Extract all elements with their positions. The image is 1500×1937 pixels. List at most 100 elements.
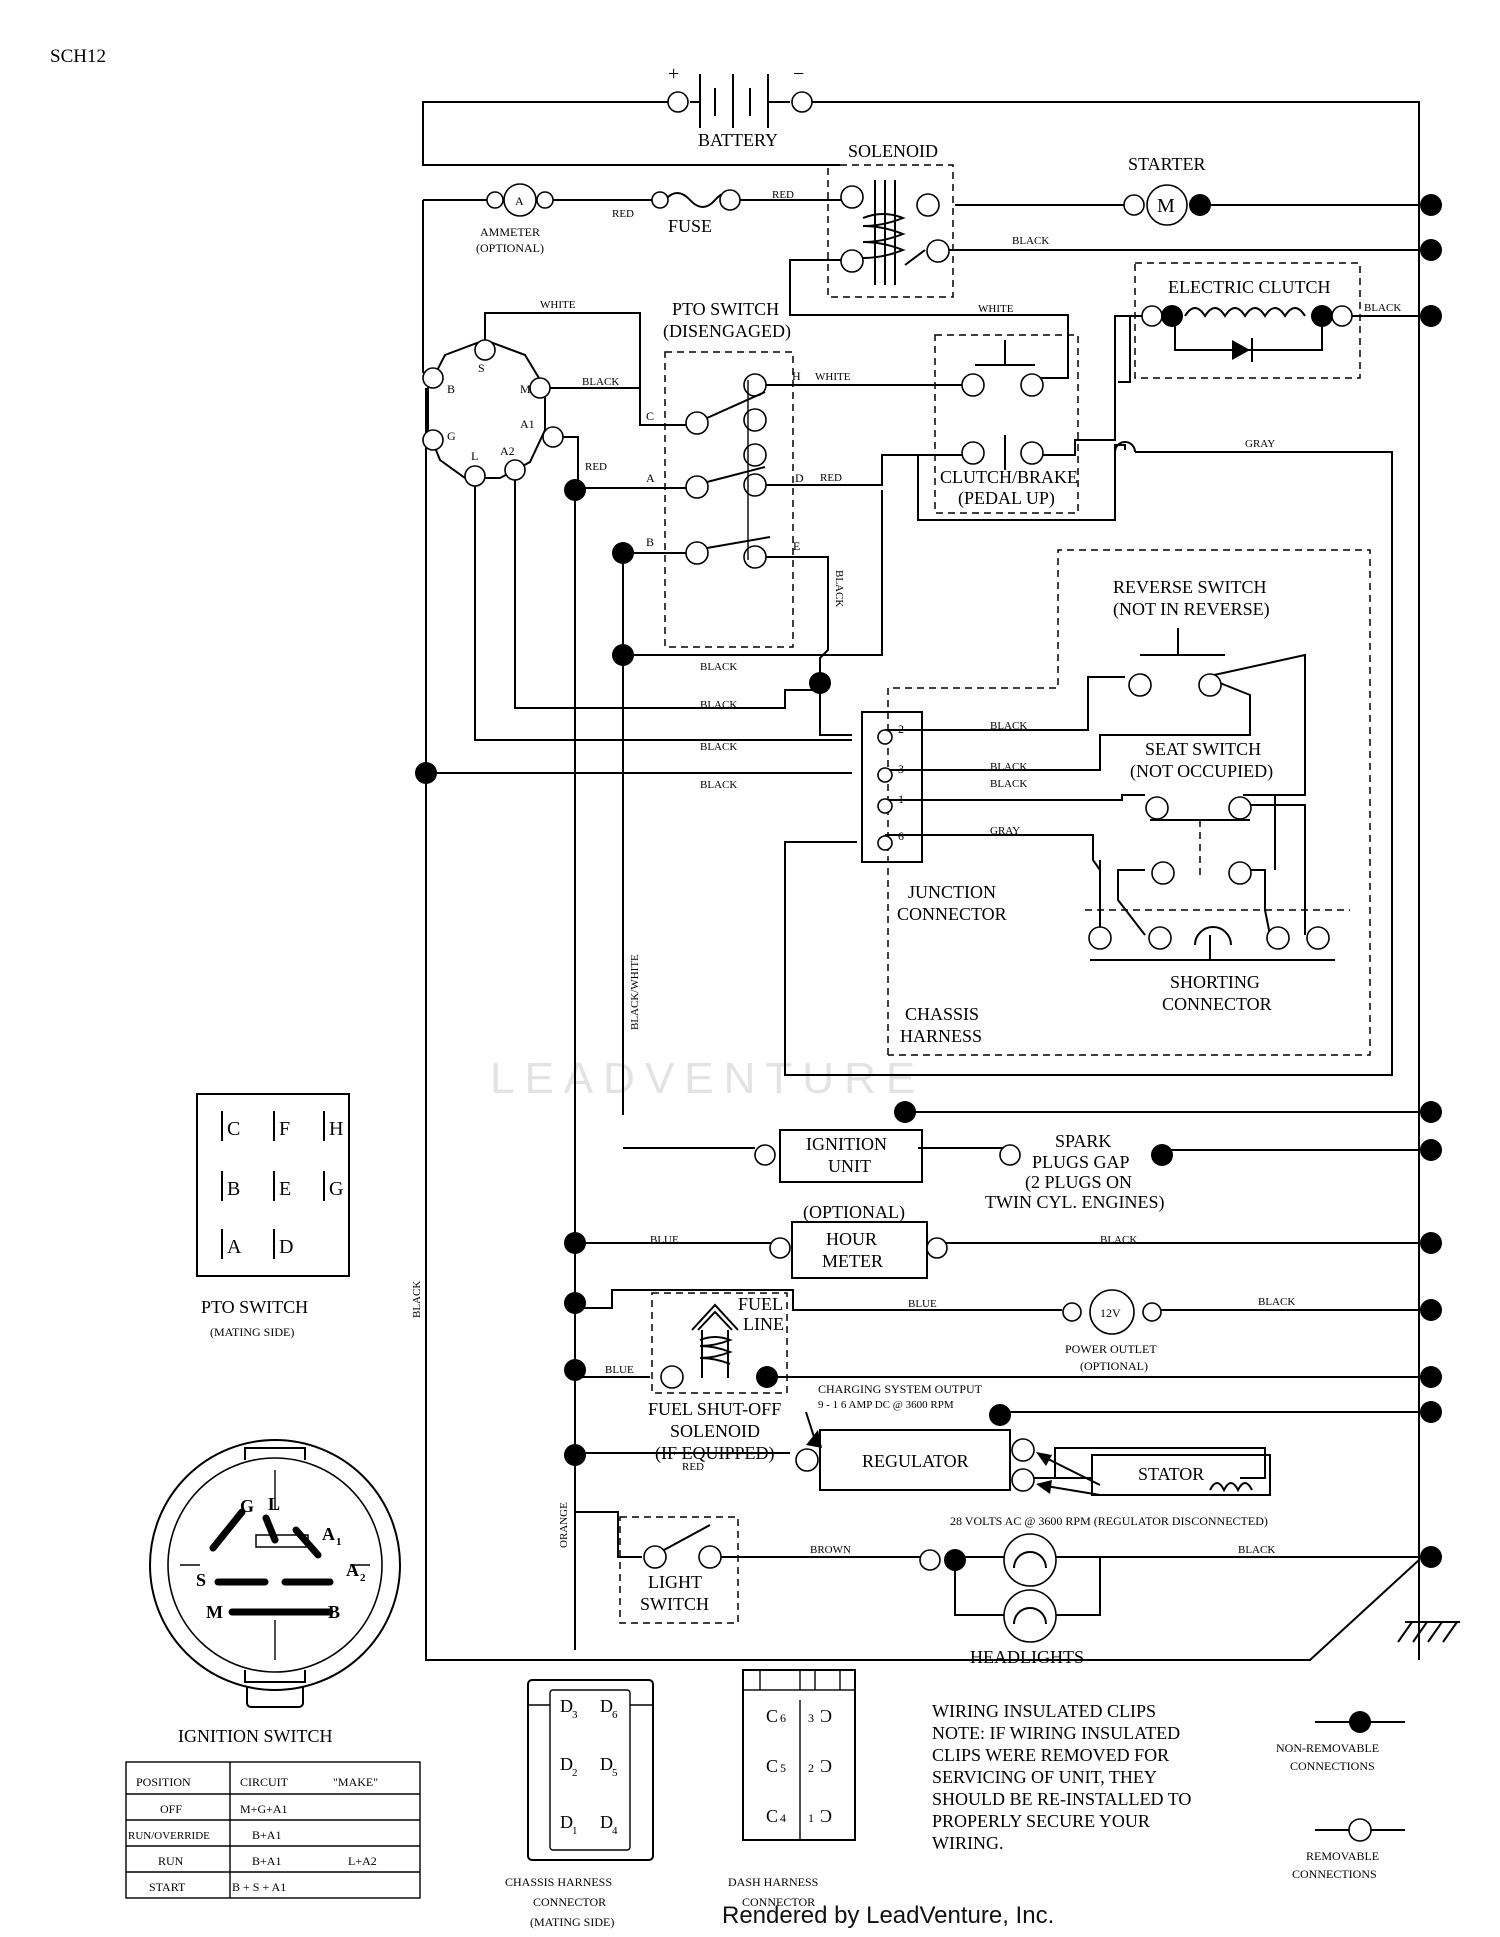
dash-pin-socket-icon: C [766, 1756, 778, 1776]
table-cell-circuit: B+A1 [252, 1854, 281, 1868]
wire-black-label: BLACK [700, 661, 737, 673]
pto-mating-title: PTO SWITCH [201, 1297, 308, 1317]
not-occupied-label: (NOT OCCUPIED) [1130, 761, 1273, 782]
chassis-pin-letter: D [560, 1812, 573, 1832]
connection-legend: NON-REMOVABLE CONNECTIONS REMOVABLE CONN… [1276, 1711, 1405, 1881]
ammeter-optional: (OPTIONAL) [476, 241, 544, 255]
rendered-by-footer: Rendered by LeadVenture, Inc. [722, 1902, 1055, 1929]
solenoid: SOLENOID [827, 141, 954, 298]
harness-label: HARNESS [900, 1026, 982, 1046]
ign-s: S [478, 361, 485, 375]
table-cell-position: RUN [158, 1854, 184, 1868]
ignition-switch-title: IGNITION SWITCH [178, 1726, 332, 1746]
chassis-harness: REVERSE SWITCH (NOT IN REVERSE) SEAT SWI… [629, 549, 1371, 1056]
pto-switch-label: PTO SWITCH [672, 299, 779, 319]
ignition-switch-schematic: S B G M A1 L A2 WHITE BLACK RED [422, 299, 619, 487]
legend-removable-1: REMOVABLE [1306, 1849, 1379, 1863]
note-line: WIRING. [932, 1833, 1003, 1853]
ign-face-a1: A [322, 1524, 335, 1544]
table-header-make: "MAKE" [333, 1775, 378, 1789]
wire-red-label: RED [585, 461, 607, 473]
reverse-switch-label: REVERSE SWITCH [1113, 577, 1267, 597]
ign-face-g: G [240, 1496, 254, 1516]
dash-connector-label-2: CONNECTOR [742, 1895, 815, 1909]
fso-label-3: (IF EQUIPPED) [655, 1443, 775, 1464]
pto-mating-pin: B [227, 1178, 240, 1200]
hour-label-1: HOUR [826, 1229, 877, 1249]
ign-face-l: L [268, 1494, 280, 1514]
wire-black-label: BLACK [990, 720, 1027, 732]
power-symbol: 12V [1100, 1306, 1121, 1320]
ignition-switch-face: G L A 1 S A 2 M B IGNITION SWITCH [149, 1439, 401, 1746]
ground-symbol [1397, 1621, 1460, 1643]
wire-brown-label: BROWN [810, 1544, 851, 1556]
shorting-label: SHORTING [1170, 972, 1260, 992]
dash-pin-number: 1 [808, 1811, 814, 1825]
shorting-connector-label: CONNECTOR [1162, 994, 1272, 1014]
wire-red-label: RED [820, 472, 842, 484]
ignition-unit: IGNITION UNIT SPARK PLUGS GAP (2 PLUGS O… [754, 1129, 1173, 1213]
fso-label-1: FUEL SHUT-OFF [648, 1399, 781, 1419]
dash-pin-number: 5 [780, 1761, 786, 1775]
chassis-pin-letter: D [560, 1754, 573, 1774]
regulator: CHARGING SYSTEM OUTPUT 9 - 1 6 AMP DC @ … [558, 1382, 1271, 1548]
wire-gray-label: GRAY [1245, 438, 1275, 450]
note-line: SHOULD BE RE-INSTALLED TO [932, 1789, 1191, 1809]
wire-gray-label: GRAY [990, 825, 1020, 837]
note-line: WIRING INSULATED CLIPS [932, 1701, 1156, 1721]
pto-a: A [646, 471, 655, 485]
pto-b: B [646, 535, 654, 549]
ign-a1: A1 [520, 417, 535, 431]
pto-mating-pin: F [279, 1118, 290, 1140]
headlights-label: HEADLIGHTS [970, 1647, 1084, 1667]
fuse-label: FUSE [668, 216, 712, 236]
ign-face-a1-sub: 1 [336, 1536, 342, 1548]
chassis-connector-label-1: CHASSIS HARNESS [505, 1875, 612, 1889]
battery-minus: − [793, 63, 804, 85]
dash-pin-socket-icon: Ɔ [820, 1756, 832, 1776]
junction-label: JUNCTION [908, 882, 996, 902]
wire-black-label: BLACK [1012, 235, 1049, 247]
table-cell-position: RUN/OVERRIDE [128, 1830, 210, 1842]
ign-a2: A2 [500, 444, 515, 458]
starter-symbol: M [1157, 195, 1175, 217]
wire-black-label: BLACK [700, 779, 737, 791]
ign-m: M [520, 382, 531, 396]
ammeter-label: AMMETER [480, 225, 540, 239]
regulator-label: REGULATOR [862, 1451, 969, 1471]
table-cell-position: OFF [160, 1802, 182, 1816]
wire-black-label: BLACK [582, 376, 619, 388]
dash-pin-number: 4 [780, 1811, 786, 1825]
battery: + − BATTERY [667, 63, 813, 150]
dash-pin-number: 3 [808, 1711, 814, 1725]
table-header-circuit: CIRCUIT [240, 1775, 289, 1789]
chassis-connector-label-3: (MATING SIDE) [530, 1915, 614, 1929]
volts-ac-label: 28 VOLTS AC @ 3600 RPM (REGULATOR DISCON… [950, 1514, 1268, 1528]
legend-nonremovable-1: NON-REMOVABLE [1276, 1741, 1379, 1755]
seat-switch-label: SEAT SWITCH [1145, 739, 1261, 759]
hour-meter: (OPTIONAL) HOUR METER BLUE BLACK [650, 1202, 1137, 1279]
starter-label: STARTER [1128, 154, 1205, 174]
dash-pin-number: 2 [808, 1761, 814, 1775]
pto-switch: PTO SWITCH (DISENGAGED) C H A D B E WHIT… [646, 299, 851, 648]
chassis-pin-letter: D [560, 1696, 573, 1716]
wire-black-label: BLACK [990, 761, 1027, 773]
wire-blue-label: BLUE [605, 1364, 634, 1376]
document-code: SCH12 [50, 46, 106, 67]
electric-clutch: ELECTRIC CLUTCH BLACK [1134, 262, 1401, 379]
wire-blue-label: BLUE [908, 1298, 937, 1310]
ign-face-a2: A [346, 1560, 359, 1580]
wire-black-label: BLACK [411, 1281, 423, 1318]
wire-black-label: BLACK [1100, 1234, 1137, 1246]
pto-disengaged: (DISENGAGED) [663, 321, 791, 342]
wire-black-white-label: BLACK/WHITE [629, 954, 641, 1030]
junction-2: 2 [898, 722, 904, 736]
legend-nonremovable-2: CONNECTIONS [1290, 1759, 1375, 1773]
chassis-pin-number: 4 [612, 1825, 618, 1837]
wire-white-label: WHITE [815, 371, 851, 383]
wire-blue-label: BLUE [650, 1234, 679, 1246]
